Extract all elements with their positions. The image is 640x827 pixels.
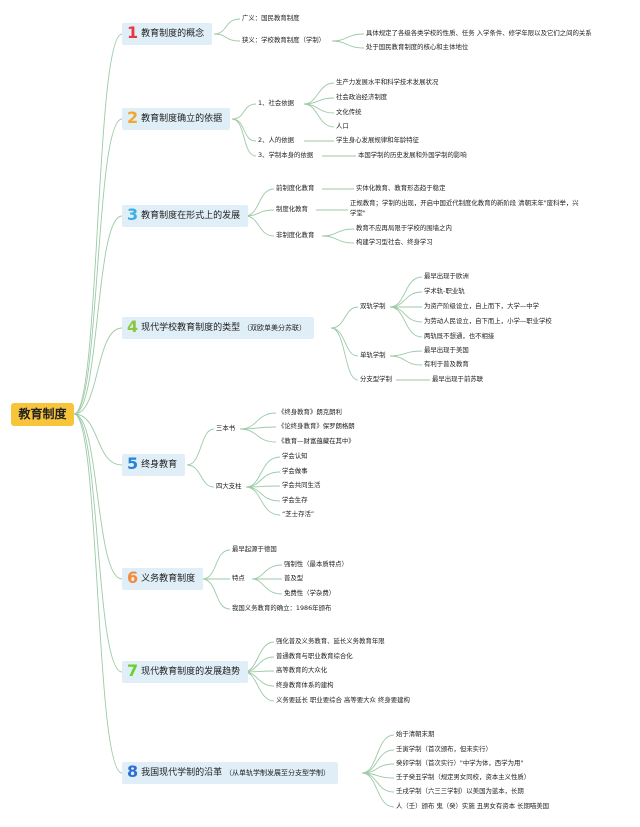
leaf-node[interactable]: 最早出现于欧洲 [424, 272, 469, 280]
leaf-node[interactable]: 学术轨-职业轨 [424, 287, 465, 295]
branch-label: 现代学校教育制度的类型 [141, 323, 241, 333]
leaf-node[interactable]: 终身教育体系的建构 [276, 681, 334, 689]
leaf-node[interactable]: 特点 [232, 574, 245, 582]
branch-number: 7 [127, 661, 139, 680]
leaf-node[interactable]: 文化传统 [336, 108, 362, 116]
leaf-node[interactable]: 前制度化教育 [276, 184, 315, 192]
leaf-node[interactable]: 人（壬）颁布 鬼（癸）实施 丑男女有资本 长期喵美国 [396, 802, 550, 810]
leaf-node[interactable]: 本国学制的历史发展和外国学制的影响 [358, 151, 467, 159]
leaf-node[interactable]: 癸卯学制（首次实行）"中学为体，西学为用" [396, 759, 524, 767]
leaf-node[interactable]: 2、人的依据 [258, 136, 295, 144]
leaf-node[interactable]: 四大支柱 [216, 482, 242, 490]
leaf-node[interactable]: 正规教育；学制的出现，开启中国近代制度化教育的新阶段 清朝末年"废科举，兴 [350, 199, 579, 207]
leaf-node[interactable]: 免费性（学杂费） [284, 589, 336, 597]
leaf-node[interactable]: 最早起源于德国 [232, 545, 277, 553]
leaf-node[interactable]: 壬子癸丑学制（规定男女同校，资本主义性质） [396, 773, 531, 781]
branch-label: 终身教育 [141, 460, 178, 470]
leaf-node[interactable]: 社会政治经济制度 [336, 93, 388, 101]
leaf-node[interactable]: 两轨既不想通，也不相接 [424, 332, 495, 340]
root-node[interactable]: 教育制度 [11, 403, 74, 426]
leaf-node[interactable]: 非制度化教育 [276, 231, 315, 239]
leaf-node[interactable]: 壬戌学制（六三三学制）以美国为蓝本，长期 [396, 787, 524, 795]
leaf-node[interactable]: 普及型 [284, 574, 304, 582]
leaf-node[interactable]: 单轨学制 [360, 351, 386, 359]
branch-label: 教育制度的概念 [141, 29, 205, 39]
leaf-node[interactable]: 壬寅学制（首次颁布，但未实行） [396, 745, 492, 753]
leaf-node[interactable]: 学会认知 [282, 452, 308, 460]
leaf-node[interactable]: 教育不应再局限于学校的围墙之内 [356, 224, 452, 232]
leaf-node[interactable]: 分支型学制 [360, 375, 392, 383]
leaf-node[interactable]: 强制性（最本质特点） [284, 560, 348, 568]
leaf-node[interactable]: 构建学习型社会、终身学习 [356, 238, 433, 246]
branch-label: 教育制度在形式上的发展 [141, 211, 241, 221]
leaf-node[interactable]: 义务要延长 职业要综合 高等要大众 终身要建构 [276, 696, 410, 704]
leaf-node[interactable]: 《论终身教育》保罗朗格朗 [278, 422, 355, 430]
leaf-node[interactable]: 三本书 [216, 424, 236, 432]
leaf-node[interactable]: 具体规定了各级各类学校的性质、任务 入学条件、修学年限以及它们之间的关系 [366, 29, 592, 37]
leaf-node[interactable]: 处于国民教育制度的核心和主体地位 [366, 43, 469, 51]
leaf-node[interactable]: 生产力发展水平和科学技术发展状况 [336, 78, 439, 86]
leaf-node[interactable]: 学生身心发展规律和年龄特征 [336, 136, 420, 144]
leaf-node[interactable]: 学会生存 [282, 496, 308, 504]
leaf-node[interactable]: 双轨学制 [360, 302, 386, 310]
branch-number: 6 [127, 568, 139, 587]
leaf-node[interactable]: 实体化教育、教育形态趋于稳定 [356, 184, 446, 192]
leaf-node[interactable]: 最早出现于前苏联 [432, 375, 484, 383]
leaf-node[interactable]: 3、学制本身的依据 [258, 151, 314, 159]
leaf-node[interactable]: “芝士存活” [282, 510, 315, 518]
leaf-node[interactable]: 始于清朝末期 [396, 730, 435, 738]
branch-mnemonic: （双欧单美分苏联） [243, 324, 307, 332]
branch-number: 8 [127, 762, 139, 781]
leaf-node[interactable]: 高等教育的大众化 [276, 666, 328, 674]
branch-note: （从单轨学制发展至分支型学制） [225, 769, 331, 777]
branch-label: 现代教育制度的发展趋势 [141, 667, 241, 677]
leaf-node[interactable]: 强化普及义务教育、延长义务教育年限 [276, 637, 385, 645]
leaf-node[interactable]: 《教育—财富蕴藏在其中》 [278, 437, 355, 445]
leaf-node[interactable]: 有利于普及教育 [424, 360, 469, 368]
leaf-node[interactable]: 最早出现于美国 [424, 346, 469, 354]
branch-number: 2 [127, 108, 139, 127]
leaf-node[interactable]: 学会共同生活 [282, 481, 321, 489]
leaf-node[interactable]: 为劳动人民设立，自下而上，小学—职业学校 [424, 317, 552, 325]
branch-number: 3 [127, 205, 139, 224]
leaf-node[interactable]: 制度化教育 [276, 205, 308, 213]
leaf-node[interactable]: 普通教育与职业教育综合化 [276, 652, 353, 660]
leaf-node[interactable]: 狭义：学校教育制度（学制） [242, 36, 326, 44]
leaf-node[interactable]: 我国义务教育的确立：1986年颁布 [232, 604, 332, 612]
leaf-node[interactable]: 广义：国民教育制度 [242, 14, 300, 22]
branch-label: 教育制度确立的依据 [141, 114, 223, 124]
branch-label: 我国现代学制的沿革 [141, 768, 223, 778]
leaf-node[interactable]: 人口 [336, 122, 349, 130]
leaf-node[interactable]: 学堂" [350, 209, 366, 217]
leaf-node[interactable]: 1、社会依据 [258, 99, 295, 107]
branch-number: 4 [127, 317, 139, 336]
leaf-node[interactable]: 学会做事 [282, 467, 308, 475]
branch-number: 5 [127, 454, 139, 473]
branch-label: 义务教育制度 [141, 574, 196, 584]
leaf-node[interactable]: 为资产阶级设立，自上而下，大学—中学 [424, 302, 540, 310]
branch-number: 1 [127, 23, 139, 42]
leaf-node[interactable]: 《终身教育》朗克朗利 [278, 408, 342, 416]
